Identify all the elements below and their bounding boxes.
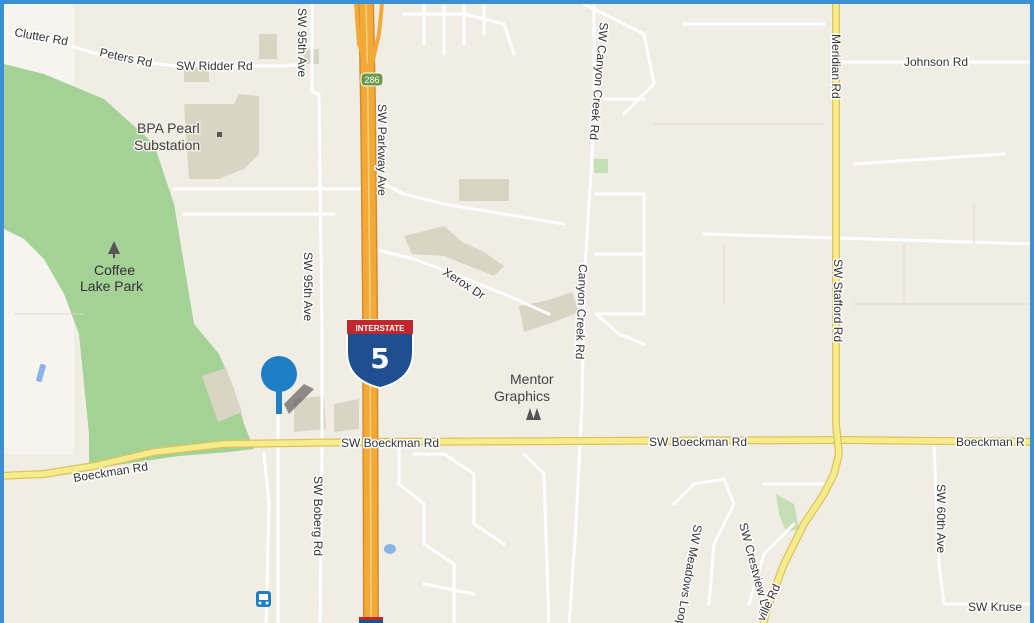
transit-icon[interactable] xyxy=(256,591,271,607)
faint-lines xyxy=(14,123,1030,315)
shield-word: INTERSTATE xyxy=(355,324,405,333)
green-patch xyxy=(776,494,799,532)
road-label: Johnson Rd xyxy=(904,55,968,69)
minor-roads xyxy=(7,4,1030,623)
company-icon[interactable] xyxy=(526,408,541,420)
pin-shadow xyxy=(284,384,314,414)
road-label: Boeckman R xyxy=(956,435,1025,449)
place-labels: BPA Pearl Substation Coffee Lake Park Me… xyxy=(80,119,555,406)
arterials xyxy=(4,4,1030,623)
highway-ramp xyxy=(370,4,384,65)
tree-icon[interactable] xyxy=(108,241,120,258)
highway-ramp xyxy=(354,4,371,75)
road-label: SW Kruse xyxy=(968,600,1022,614)
map-canvas[interactable]: Clutter Rd Peters Rd SW Ridder Rd SW 95t… xyxy=(4,4,1034,623)
road-label: Meridian Rd xyxy=(829,34,843,99)
road-label: SW Parkway Ave xyxy=(375,104,389,196)
place-label: Lake Park xyxy=(80,278,144,294)
road-label: SW 60th Ave xyxy=(934,484,948,553)
place-label: Substation xyxy=(134,137,200,153)
place-label: Coffee xyxy=(94,262,135,278)
buildings xyxy=(184,34,579,432)
shield-number: 5 xyxy=(370,342,389,375)
square-marker-icon[interactable] xyxy=(217,132,222,137)
interstate-5 xyxy=(358,4,379,623)
location-pin-icon[interactable] xyxy=(261,356,297,414)
pond xyxy=(36,363,46,383)
road-label: SW Stafford Rd xyxy=(831,259,845,342)
interstate-shield[interactable]: INTERSTATE 5 xyxy=(346,319,414,390)
road-label: SW Boberg Rd xyxy=(311,476,325,556)
interstate-shield-partial xyxy=(359,617,383,623)
pond xyxy=(384,544,396,554)
place-label: Graphics xyxy=(494,388,550,404)
road-label: SW 95th Ave xyxy=(301,252,315,321)
coffee-lake-park-area xyxy=(4,64,254,469)
green-patch xyxy=(594,159,608,173)
place-label: BPA Pearl xyxy=(137,120,200,136)
place-label: Mentor xyxy=(510,371,554,387)
road-label: SW Boeckman Rd xyxy=(341,436,439,450)
road-label: Canyon Creek Rd xyxy=(573,264,590,360)
shield-label: 286 xyxy=(364,75,379,85)
road-label: SW 95th Ave xyxy=(295,8,309,77)
road-label: SW Boeckman Rd xyxy=(649,435,747,449)
road-label: SW Ridder Rd xyxy=(176,59,253,73)
route-286-shield[interactable]: 286 xyxy=(360,72,384,87)
